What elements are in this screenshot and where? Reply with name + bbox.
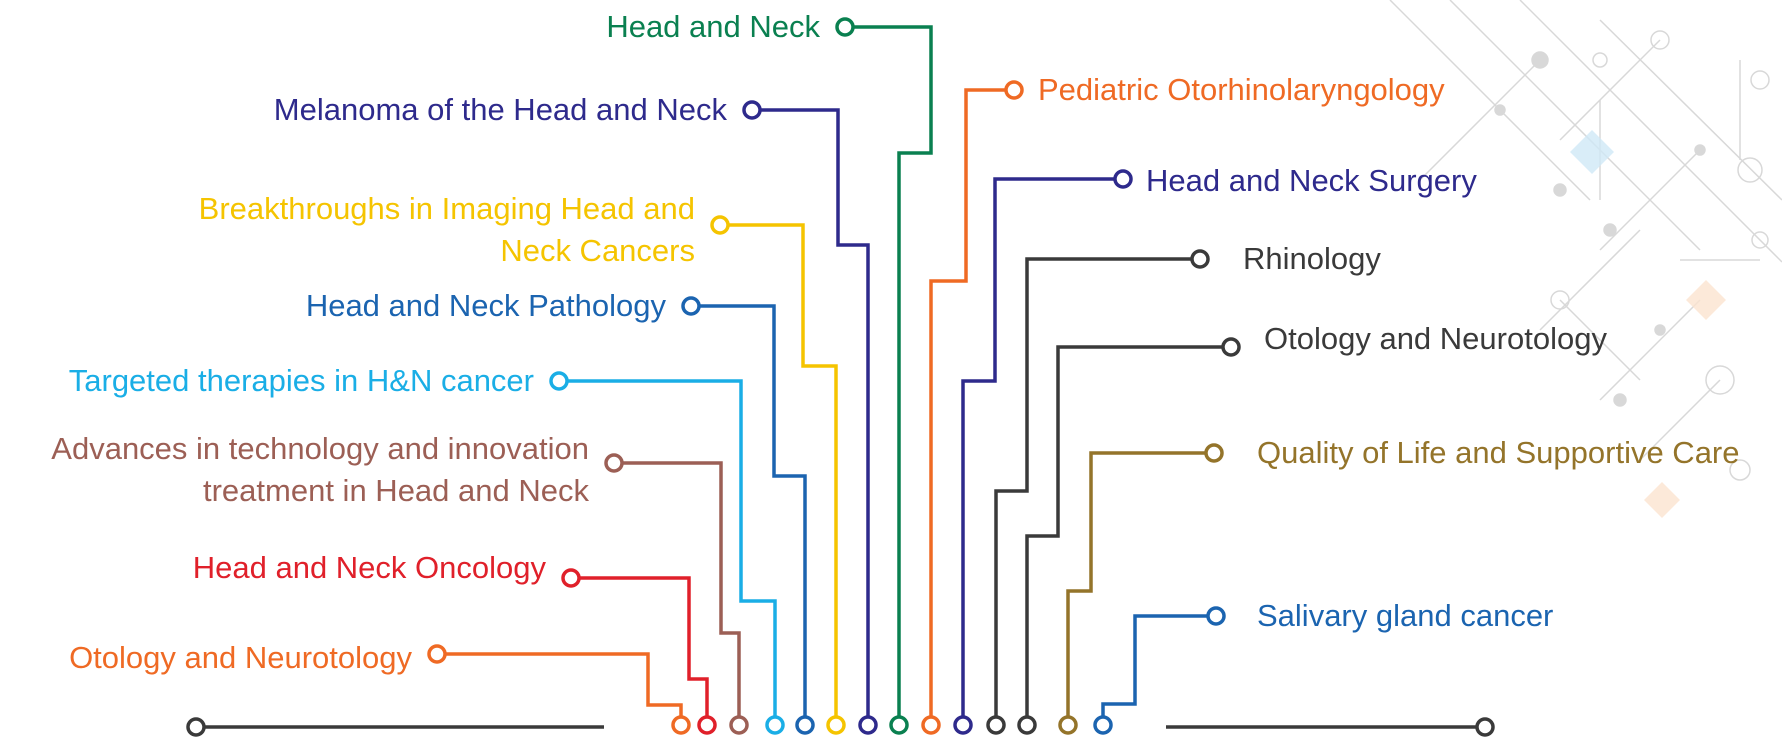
label-node-quality (1206, 445, 1222, 461)
base-node-rhinology (988, 717, 1004, 733)
wire-oncology (571, 578, 707, 725)
topic-label-rhinology: Rhinology (1243, 238, 1493, 280)
base-node-targeted (767, 717, 783, 733)
wire-head-neck (845, 27, 931, 725)
wire-otology-left (437, 654, 681, 725)
label-node-surgery (1115, 171, 1131, 187)
label-node-melanoma (744, 102, 760, 118)
base-node-pathology (797, 717, 813, 733)
base-node-quality (1060, 717, 1076, 733)
topic-label-quality: Quality of Life and Supportive Care (1257, 432, 1777, 474)
decor-dot (1695, 145, 1705, 155)
base-node-oncology (699, 717, 715, 733)
wire-targeted (559, 381, 775, 725)
wire-pediatric (931, 90, 1014, 725)
wire-quality (1068, 453, 1214, 725)
label-node-head-neck (837, 19, 853, 35)
decor-dot (1532, 52, 1548, 68)
topic-label-advances: Advances in technology and innovation tr… (0, 428, 589, 512)
decor-dot (1604, 224, 1616, 236)
topic-label-surgery: Head and Neck Surgery (1146, 160, 1596, 202)
label-node-pediatric (1006, 82, 1022, 98)
topic-label-head-neck: Head and Neck (548, 6, 820, 48)
decor-dot (1593, 53, 1607, 67)
label-node-salivary (1208, 608, 1224, 624)
decor-diamond (1686, 280, 1726, 320)
topic-label-pathology: Head and Neck Pathology (260, 285, 666, 327)
wire-otology-right (1027, 347, 1231, 725)
wire-melanoma (752, 110, 868, 725)
decor-dot (1614, 394, 1626, 406)
topic-label-oncology: Head and Neck Oncology (150, 547, 546, 589)
decor-dot (1738, 158, 1762, 182)
label-node-rhinology (1192, 251, 1208, 267)
decor-diamond (1644, 482, 1680, 518)
base-node-surgery (955, 717, 971, 733)
decor-line (1600, 20, 1782, 200)
base-node-imaging (828, 717, 844, 733)
topic-label-targeted: Targeted therapies in H&N cancer (30, 360, 534, 402)
label-node-oncology (563, 570, 579, 586)
wire-advances (614, 463, 739, 725)
decor-line (1540, 230, 1640, 330)
baseline-right-end-node (1477, 719, 1493, 735)
base-node-melanoma (860, 717, 876, 733)
base-node-otology-right (1019, 717, 1035, 733)
label-node-imaging (712, 217, 728, 233)
label-node-pathology (683, 298, 699, 314)
label-node-otology-left (429, 646, 445, 662)
base-node-pediatric (923, 717, 939, 733)
topic-label-imaging: Breakthroughs in Imaging Head and Neck C… (160, 188, 695, 272)
wire-pathology (691, 306, 805, 725)
label-node-otology-right (1223, 339, 1239, 355)
topic-label-melanoma: Melanoma of the Head and Neck (215, 89, 727, 131)
decor-dot (1751, 71, 1769, 89)
topic-label-otology-left: Otology and Neurotology (20, 637, 412, 679)
label-node-targeted (551, 373, 567, 389)
label-node-advances (606, 455, 622, 471)
wire-salivary (1103, 616, 1216, 725)
topic-label-otology-right: Otology and Neurotology (1264, 318, 1684, 360)
base-node-salivary (1095, 717, 1111, 733)
base-node-advances (731, 717, 747, 733)
base-node-head-neck (891, 717, 907, 733)
topic-label-salivary: Salivary gland cancer (1257, 595, 1657, 637)
baseline-left-end-node (188, 719, 204, 735)
topic-label-pediatric: Pediatric Otorhinolaryngology (1038, 69, 1538, 111)
base-node-otology-left (673, 717, 689, 733)
